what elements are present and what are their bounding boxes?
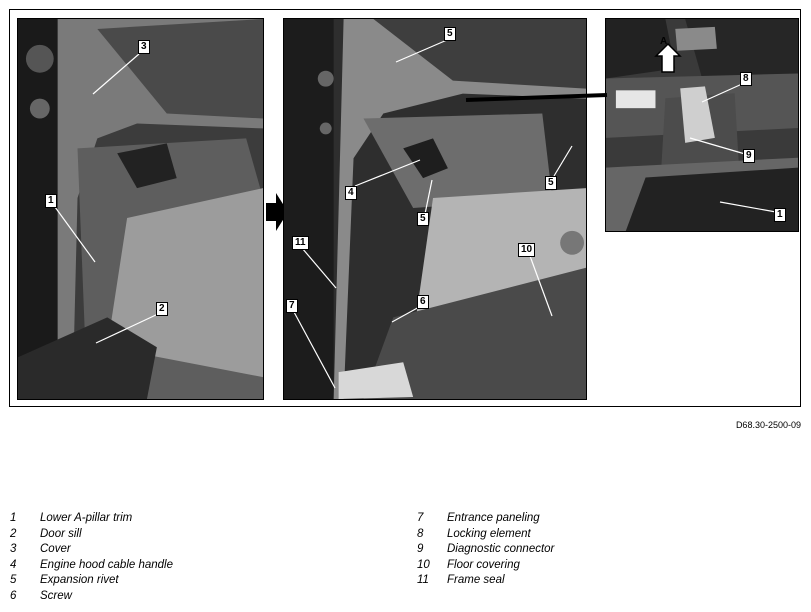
legend-label: Cover (40, 543, 71, 555)
callout-10: 10 (518, 243, 536, 257)
legend-number: 6 (10, 589, 17, 602)
legend-label: Diagnostic connector (447, 543, 555, 555)
legend-number: 9 (417, 543, 424, 555)
callout-5: 5 (417, 212, 429, 226)
callout-A: A (660, 36, 668, 47)
legend-label: Expansion rivet (40, 574, 119, 586)
legend-item: 7 Entrance paneling (417, 512, 554, 528)
figure-code: D68.30-2500-09 (735, 420, 801, 430)
legend-number: 11 (417, 574, 429, 586)
legend-column-right: 7 Entrance paneling 8 Locking element 9 Dia… (417, 512, 554, 590)
arrow-right-icon (266, 193, 288, 231)
legend-item: 9 Diagnostic connector (417, 543, 554, 559)
legend-number: 3 (10, 543, 17, 555)
legend-item: 2 Door sill (10, 528, 173, 544)
legend-number: 2 (10, 527, 17, 540)
callout-6: 6 (417, 295, 429, 309)
callout-1: 1 (774, 208, 786, 222)
legend-item: 6 Screw (10, 590, 173, 606)
legend: 1 Lower A-pillar trim 2 Door sill 3 Cover 4… (0, 512, 811, 612)
callout-2: 2 (156, 302, 168, 316)
callout-3: 3 (138, 40, 150, 54)
legend-item: 1 Lower A-pillar trim (10, 512, 173, 528)
legend-label: Frame seal (447, 574, 505, 586)
callout-9: 9 (743, 149, 755, 163)
legend-number: 7 (417, 512, 424, 524)
legend-item: 4 Engine hood cable handle (10, 559, 173, 575)
callout-4: 4 (345, 186, 357, 200)
callout-5: 5 (444, 27, 456, 41)
legend-label: Door sill (40, 527, 82, 540)
legend-label: Entrance paneling (447, 512, 540, 524)
photo-middle (283, 18, 587, 400)
legend-label: Engine hood cable handle (40, 558, 174, 571)
legend-number: 10 (417, 558, 430, 571)
callout-1: 1 (45, 194, 57, 208)
photo-left (17, 18, 264, 400)
legend-label: Floor covering (447, 558, 520, 571)
legend-item: 5 Expansion rivet (10, 574, 173, 590)
legend-item: 8 Locking element (417, 528, 554, 544)
legend-number: 5 (10, 574, 17, 586)
callout-7: 7 (286, 299, 298, 313)
legend-item: 3 Cover (10, 543, 173, 559)
legend-label: Lower A-pillar trim (40, 512, 133, 524)
legend-number: 8 (417, 527, 424, 540)
legend-item: 11 Frame seal (417, 574, 554, 590)
legend-label: Locking element (447, 527, 531, 540)
callout-8: 8 (740, 72, 752, 86)
legend-item: 10 Floor covering (417, 559, 554, 575)
legend-column-left: 1 Lower A-pillar trim 2 Door sill 3 Cover 4… (10, 512, 173, 605)
legend-number: 4 (10, 558, 17, 571)
callout-11: 11 (292, 236, 309, 250)
photo-right (605, 18, 799, 232)
legend-label: Screw (40, 589, 72, 602)
legend-number: 1 (10, 512, 17, 524)
callout-5: 5 (545, 176, 557, 190)
